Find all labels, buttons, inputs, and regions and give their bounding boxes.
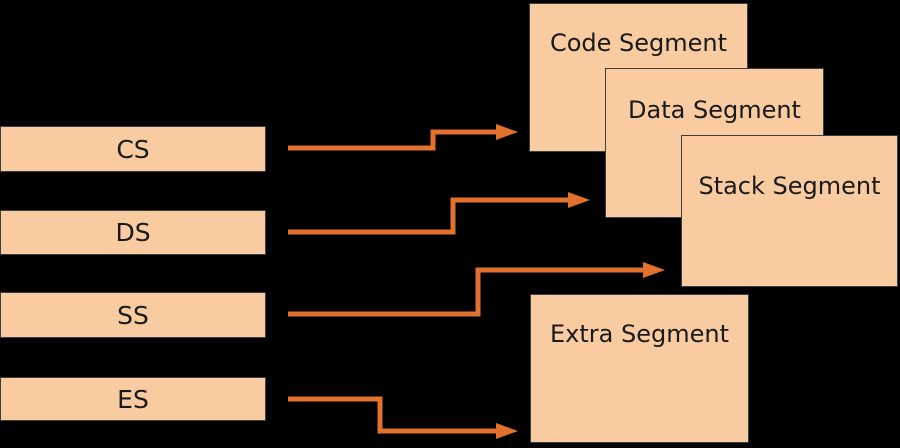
segment-box-extra: Extra Segment	[530, 294, 749, 443]
segment-box-stack: Stack Segment	[681, 135, 898, 287]
arrow-cs-to-code-segment	[288, 124, 518, 151]
segment-label-data: Data Segment	[628, 96, 801, 124]
register-label-ss: SS	[117, 300, 149, 330]
segment-label-code: Code Segment	[549, 29, 728, 57]
segment-label-extra: Extra Segment	[550, 320, 729, 348]
register-label-es: ES	[117, 384, 149, 414]
register-box-cs: CS	[0, 126, 266, 172]
register-box-ss: SS	[0, 292, 266, 338]
register-box-ds: DS	[0, 210, 266, 255]
register-box-es: ES	[0, 377, 266, 421]
arrow-ds-to-data-segment	[288, 192, 590, 235]
segment-label-stack: Stack Segment	[698, 172, 881, 200]
register-label-cs: CS	[116, 134, 150, 164]
arrow-es-to-extra-segment	[288, 396, 518, 439]
register-label-ds: DS	[115, 218, 151, 247]
